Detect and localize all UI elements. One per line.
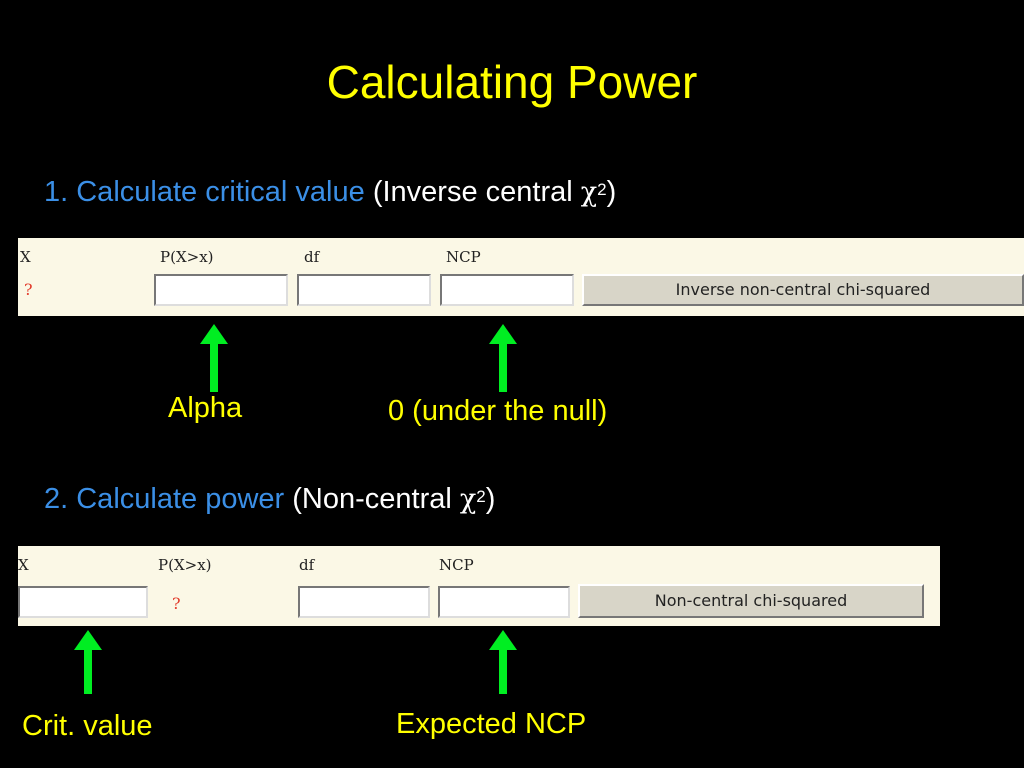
col-df-label: df — [299, 556, 315, 574]
x-input[interactable] — [18, 586, 148, 618]
ncp-input[interactable] — [438, 586, 570, 618]
inverse-calculator-panel: X P(X>x) df NCP ? Inverse non-central ch… — [18, 238, 1024, 316]
col-x-label: X — [20, 248, 31, 266]
superscript: 2 — [476, 487, 486, 506]
col-x-label: X — [18, 556, 29, 574]
noncentral-calculator-panel: X P(X>x) df NCP ? Non-central chi-square… — [18, 546, 940, 626]
alpha-label: Alpha — [168, 392, 243, 424]
inverse-noncentral-chisq-button[interactable]: Inverse non-central chi-squared — [582, 274, 1024, 306]
up-arrow-ncp-icon — [489, 324, 517, 392]
chi-symbol: χ — [459, 484, 477, 515]
step2-heading: 2. Calculate power (Non-central χ2) — [44, 481, 495, 518]
expected-ncp-label: Expected NCP — [396, 708, 587, 740]
step2-paren: (Non-central χ2) — [292, 483, 495, 515]
page-title: Calculating Power — [326, 56, 698, 108]
noncentral-chisq-button[interactable]: Non-central chi-squared — [578, 584, 924, 618]
null-ncp-label: 0 (under the null) — [388, 395, 608, 427]
p-unknown-marker: ? — [172, 594, 181, 613]
step2-paren-close: ) — [485, 483, 496, 515]
step1-heading: 1. Calculate critical value (Inverse cen… — [44, 174, 616, 211]
crit-value-label: Crit. value — [22, 710, 153, 742]
step1-paren: (Inverse central χ2) — [373, 176, 616, 208]
df-input[interactable] — [298, 586, 430, 618]
col-ncp-label: NCP — [446, 248, 481, 266]
chi-symbol: χ — [580, 177, 598, 208]
col-df-label: df — [304, 248, 320, 266]
step1-label: 1. Calculate critical value — [44, 176, 365, 208]
df-input[interactable] — [297, 274, 431, 306]
up-arrow-alpha-icon — [200, 324, 228, 392]
superscript: 2 — [597, 180, 607, 199]
ncp-input[interactable] — [440, 274, 574, 306]
step1-paren-open: (Inverse central — [372, 176, 581, 208]
x-unknown-marker: ? — [24, 280, 33, 299]
step2-paren-open: (Non-central — [292, 483, 460, 515]
up-arrow-crit-icon — [74, 630, 102, 694]
col-p-label: P(X>x) — [160, 248, 214, 266]
up-arrow-expected-ncp-icon — [489, 630, 517, 694]
p-input[interactable] — [154, 274, 288, 306]
step1-paren-close: ) — [606, 176, 617, 208]
col-p-label: P(X>x) — [158, 556, 212, 574]
col-ncp-label: NCP — [439, 556, 474, 574]
step2-label: 2. Calculate power — [44, 483, 285, 515]
